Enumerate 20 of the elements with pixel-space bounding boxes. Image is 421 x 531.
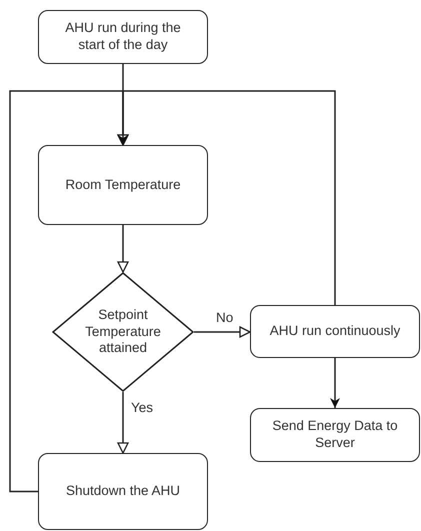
process-box [38,145,208,225]
node-text: Setpoint Temperature attained [84,306,162,358]
arrow [330,358,340,408]
node-text: Shutdown the AHU [66,483,180,500]
node-text: AHU run during the start of the day [64,20,182,54]
process-box [250,408,420,462]
process-box [38,10,208,64]
decision-diamond [52,272,194,392]
node-text: AHU run continuously [270,323,400,340]
arrow [117,392,129,454]
edge-label: No [214,310,236,325]
arrow [194,326,251,338]
node-text: Send Energy Data to Server [271,418,399,452]
process-box [250,305,420,358]
edge-label: Yes [129,400,156,415]
arrow [9,90,129,492]
node-text: Room Temperature [65,176,181,194]
process-box [38,453,208,530]
arrow [118,90,336,305]
arrow [117,225,129,273]
